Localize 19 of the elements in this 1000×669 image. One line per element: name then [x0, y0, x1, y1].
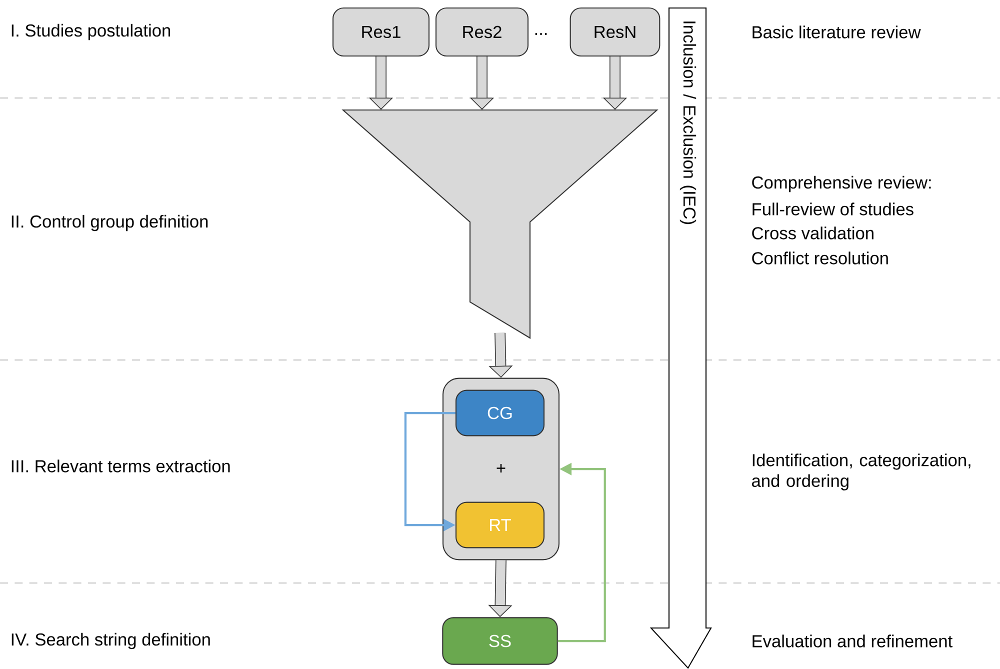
description-text: Evaluation and refinement [752, 634, 952, 648]
stage-label: III. Relevant terms extraction [12, 460, 230, 472]
process-box: Res1 [332, 7, 430, 57]
description-text: Full-review of studies [752, 202, 914, 216]
description-text: Basic literature review [752, 26, 921, 38]
stage-label: II. Control group definition [12, 214, 208, 232]
description-text: Cross validation [752, 226, 874, 240]
process-box: Res2 [435, 7, 529, 57]
stage-label: IV. Search string definition [12, 632, 210, 650]
ellipsis: ... [535, 33, 547, 35]
node-label: Inclusion / Exclusion (IEC) [680, 22, 696, 224]
stage-label: I. Studies postulation [12, 24, 170, 40]
description-text: Comprehensive review: [752, 176, 931, 192]
description-text: Identification, categorization, and ordering [752, 454, 970, 490]
process-box: RT [455, 502, 545, 548]
process-box: SS [442, 617, 558, 665]
description-text: Conflict resolution [752, 252, 888, 264]
process-box: CG [455, 390, 545, 436]
process-box: ResN [570, 7, 660, 57]
